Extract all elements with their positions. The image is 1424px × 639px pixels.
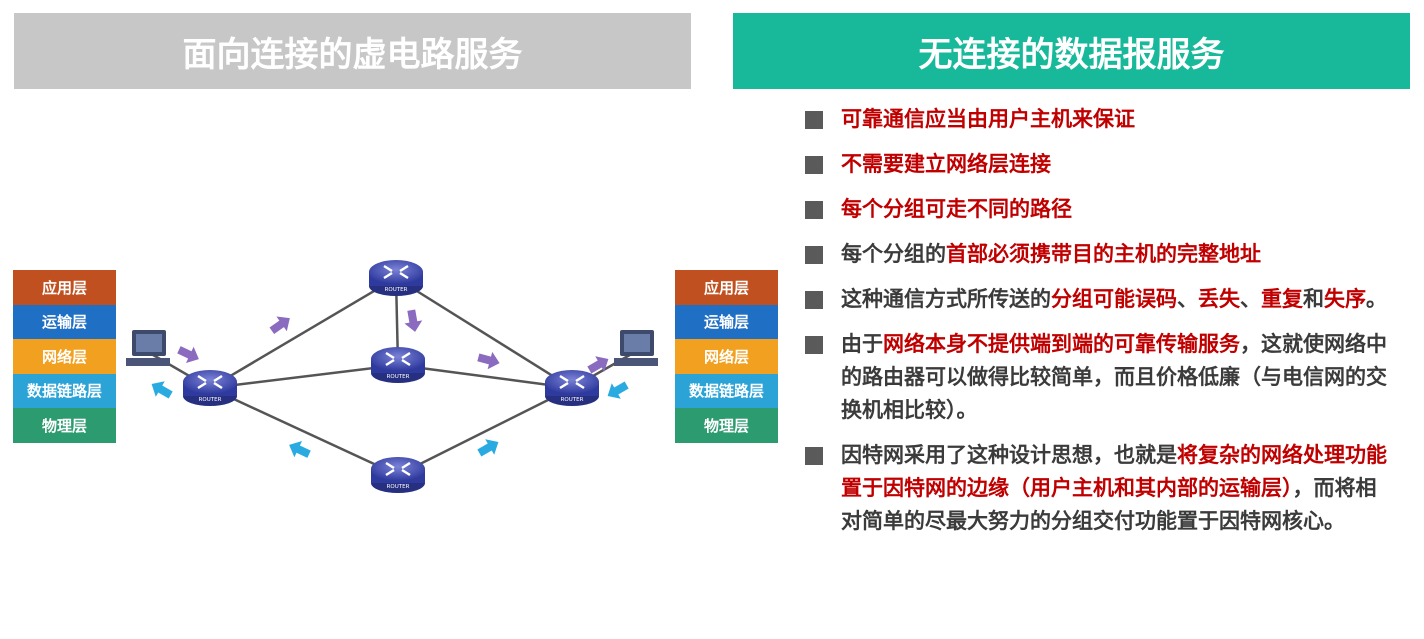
bullet-text: ，这就使网络中的路由器可以做得比较简单，而且价格低廉（与电信网的交换机相比较）。 xyxy=(841,332,1387,422)
packet-arrow-icon xyxy=(587,356,609,374)
host-computer-left-icon xyxy=(126,330,170,366)
router-label: ROUTER xyxy=(387,484,410,490)
bullet-square-icon xyxy=(805,336,823,354)
packet-arrow-icon xyxy=(289,440,311,458)
bullet-list: 可靠通信应当由用户主机来保证不需要建立网络层连接每个分组可走不同的路径每个分组的… xyxy=(805,103,1397,550)
protocol-stack-right: 应用层 运输层 网络层 数据链路层 物理层 xyxy=(675,270,778,443)
layer-transport: 运输层 xyxy=(13,304,116,339)
packet-arrow-icon xyxy=(477,351,500,370)
layer-physical: 物理层 xyxy=(675,408,778,443)
bullet-text: 由于 xyxy=(841,332,883,356)
bullet-text: ，而将相对简单的尽最大努力的分组交付功能置于因特网核心。 xyxy=(841,476,1377,533)
packet-arrow-icon xyxy=(151,381,173,399)
highlight-text: 丢失 xyxy=(1198,287,1240,311)
bullet-item: 每个分组的首部必须携带目的主机的完整地址 xyxy=(805,238,1397,271)
bullet-text: 每个分组的 xyxy=(841,242,946,266)
layer-network: 网络层 xyxy=(13,339,116,374)
bullet-text: 、 xyxy=(1177,287,1198,311)
highlight-text: 每个分组可走不同的路径 xyxy=(841,197,1072,221)
bullet-text: 和 xyxy=(1303,287,1324,311)
bullet-text: 因特网采用了这种设计思想，也就是 xyxy=(841,443,1177,467)
bullet-item: 可靠通信应当由用户主机来保证 xyxy=(805,103,1397,136)
highlight-text: 不需要建立网络层连接 xyxy=(841,152,1051,176)
packet-arrow-icon xyxy=(477,439,499,457)
router-label: ROUTER xyxy=(199,397,222,403)
bullet-square-icon xyxy=(805,156,823,174)
bullet-item: 不需要建立网络层连接 xyxy=(805,148,1397,181)
layer-datalink: 数据链路层 xyxy=(13,373,116,408)
bullet-square-icon xyxy=(805,111,823,129)
highlight-text: 失序 xyxy=(1324,287,1366,311)
router-label: ROUTER xyxy=(385,287,408,293)
highlight-text: 分组可能误码 xyxy=(1051,287,1177,311)
layer-physical: 物理层 xyxy=(13,408,116,443)
highlight-text: 网络本身不提供端到端的可靠传输服务 xyxy=(883,332,1240,356)
bullet-square-icon xyxy=(805,246,823,264)
router-label: ROUTER xyxy=(387,374,410,380)
bullet-square-icon xyxy=(805,201,823,219)
packet-arrows-purple xyxy=(177,309,609,374)
bullet-text: 。 xyxy=(1366,287,1387,311)
highlight-text: 将复杂的网络处理功能置于因特网的边缘（用户主机和其内部的运输层） xyxy=(841,443,1387,500)
router-icon: ROUTER xyxy=(371,347,425,383)
network-links xyxy=(147,276,636,477)
highlight-text: 可靠通信应当由用户主机来保证 xyxy=(841,107,1135,131)
packet-arrow-icon xyxy=(269,316,290,335)
bullet-item: 这种通信方式所传送的分组可能误码、丢失、重复和失序。 xyxy=(805,283,1397,316)
bullet-item: 因特网采用了这种设计思想，也就是将复杂的网络处理功能置于因特网的边缘（用户主机和… xyxy=(805,439,1397,538)
host-computer-right-icon xyxy=(614,330,658,366)
network-diagram: ROUTER ROUTER ROUTER ROUTER ROUTER xyxy=(126,260,658,493)
left-header: 面向连接的虚电路服务 xyxy=(14,13,691,89)
bullet-item: 由于网络本身不提供端到端的可靠传输服务，这就使网络中的路由器可以做得比较简单，而… xyxy=(805,328,1397,427)
bullet-text: 、 xyxy=(1240,287,1261,311)
router-icon: ROUTER xyxy=(183,370,237,406)
bullet-item: 每个分组可走不同的路径 xyxy=(805,193,1397,226)
packet-arrow-icon xyxy=(404,309,423,332)
layer-transport: 运输层 xyxy=(675,304,778,339)
layer-datalink: 数据链路层 xyxy=(675,373,778,408)
router-icon: ROUTER xyxy=(371,457,425,493)
packet-arrows-blue xyxy=(151,381,629,458)
packet-arrow-icon xyxy=(607,381,629,399)
bullet-text: 这种通信方式所传送的 xyxy=(841,287,1051,311)
layer-network: 网络层 xyxy=(675,339,778,374)
bullet-square-icon xyxy=(805,291,823,309)
highlight-text: 重复 xyxy=(1261,287,1303,311)
packet-arrow-icon xyxy=(177,346,199,364)
router-icon: ROUTER xyxy=(545,370,599,406)
protocol-stack-left: 应用层 运输层 网络层 数据链路层 物理层 xyxy=(13,270,116,443)
router-label: ROUTER xyxy=(561,397,584,403)
layer-application: 应用层 xyxy=(675,270,778,305)
highlight-text: 首部必须携带目的主机的完整地址 xyxy=(946,242,1261,266)
router-icon: ROUTER xyxy=(369,260,423,296)
layer-application: 应用层 xyxy=(13,270,116,305)
bullet-square-icon xyxy=(805,447,823,465)
right-header: 无连接的数据报服务 xyxy=(733,13,1410,89)
